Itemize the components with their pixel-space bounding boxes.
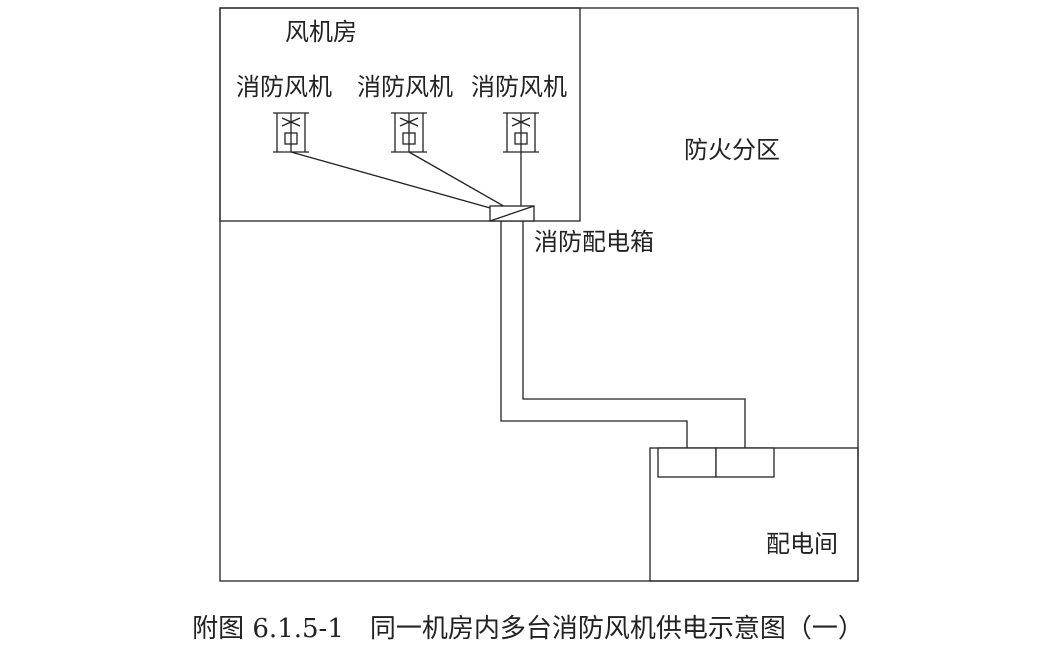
fan-symbol-3 [503, 112, 539, 153]
fan-room-boundary [219, 7, 581, 222]
switchgear-panel-2 [715, 447, 775, 478]
fan-room-label: 风机房 [285, 18, 357, 46]
switchgear-panels [657, 447, 775, 478]
power-distribution-room-label: 配电间 [766, 530, 838, 558]
fan-label-1: 消防风机 [236, 73, 332, 101]
distribution-box-diagonal [489, 205, 535, 222]
figure-caption: 附图 6.1.5-1 同一机房内多台消防风机供电示意图（一） [192, 614, 864, 644]
fan-label-3: 消防风机 [471, 73, 567, 101]
fan-symbol-2 [391, 112, 427, 153]
switchgear-panel-1 [657, 447, 717, 478]
fire-distribution-box-label: 消防配电箱 [534, 228, 654, 256]
feeder-cable-2 [522, 221, 746, 448]
fan-label-2: 消防风机 [357, 73, 453, 101]
fan-cable-2 [408, 151, 515, 213]
fan-cable-1 [290, 151, 509, 214]
fire-distribution-box [489, 205, 535, 222]
feeder-cable-1 [500, 221, 688, 448]
fan-symbol-1 [273, 112, 309, 153]
fire-zone-label: 防火分区 [684, 136, 780, 164]
